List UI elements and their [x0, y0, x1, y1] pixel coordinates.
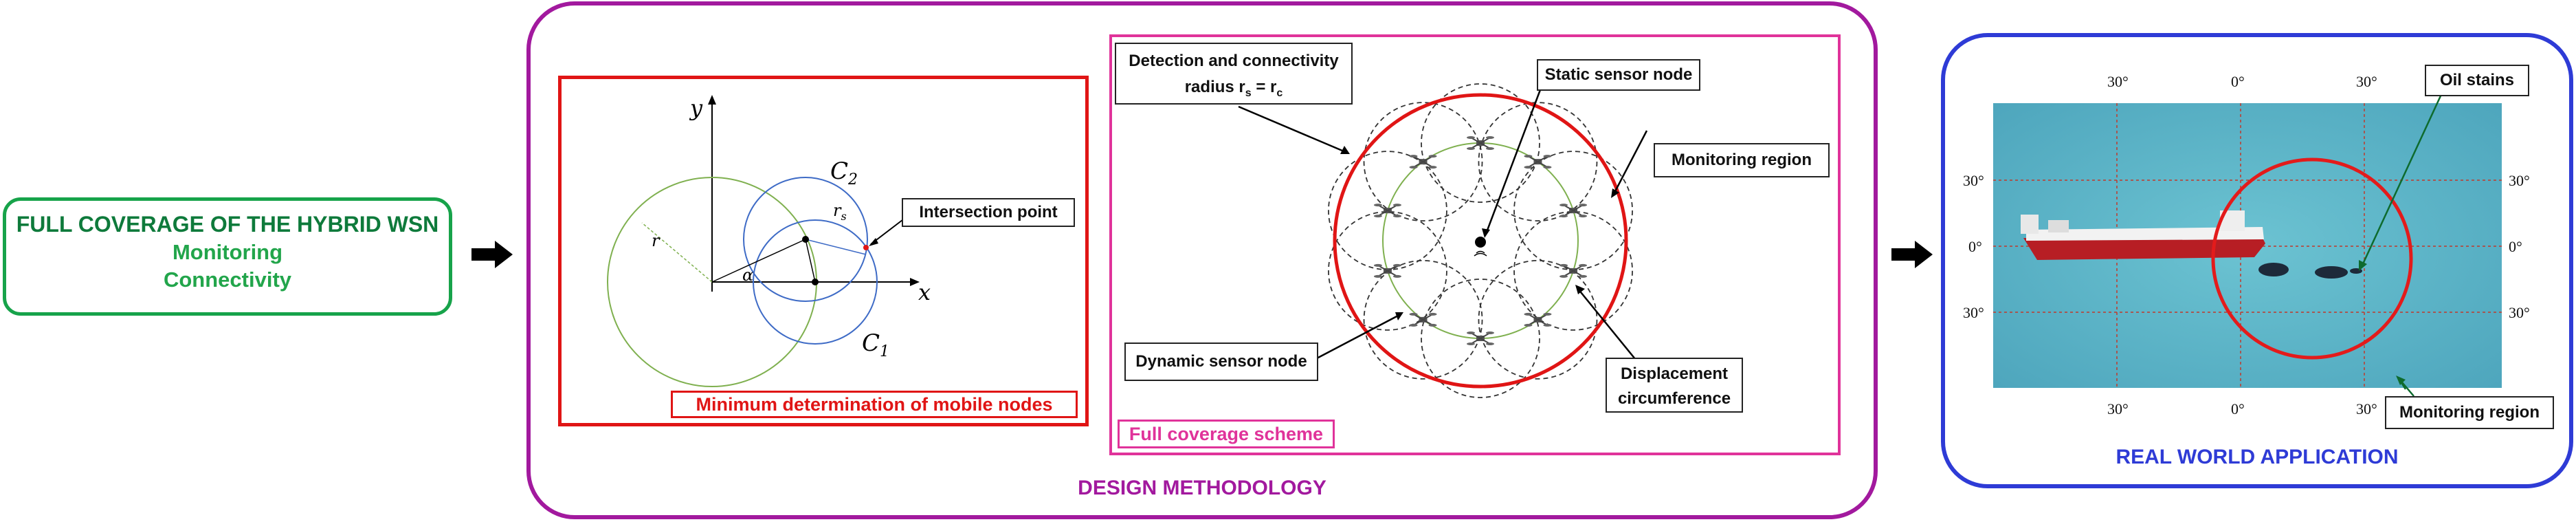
design-methodology-box: [526, 1, 1878, 519]
goal-item-monitoring: Monitoring: [172, 240, 283, 264]
full-coverage-panel: [1109, 34, 1841, 455]
real-world-title: REAL WORLD APPLICATION: [2116, 446, 2399, 468]
detection-line2: radius rs = rc: [1184, 78, 1283, 99]
alpha-label: α: [742, 265, 753, 285]
drone-icon: [1559, 263, 1588, 278]
circle-intersection-diagram: y x r α rs C2 C1: [607, 95, 931, 387]
monitoring-region-circle: [1333, 93, 1628, 389]
dynamic-coverage-circles: [1328, 83, 1633, 398]
rs-label: rs: [833, 201, 847, 223]
drone-icon: [1409, 312, 1437, 327]
real-world-box: [1941, 33, 2573, 488]
x-axis-label: x: [918, 279, 931, 305]
displacement-line2: circumference: [1617, 389, 1731, 408]
mobile-nodes-caption: Minimum determination of mobile nodes: [671, 391, 1078, 418]
detection-radius-label: Detection and connectivity radius rs = r…: [1115, 43, 1353, 105]
drone-icon: [1373, 204, 1401, 218]
goal-item-connectivity: Connectivity: [163, 268, 292, 292]
dynamic-nodes: [1373, 136, 1588, 345]
coord-top-1: 30°: [2107, 73, 2129, 90]
drone-icon: [1524, 312, 1552, 327]
coverage-circle: [1513, 210, 1633, 331]
coverage-circle: [1478, 259, 1598, 380]
monitoring-region-label: Monitoring region: [1654, 143, 1830, 177]
coord-bottom-3: 30°: [2356, 400, 2377, 417]
oil-stains: [2258, 263, 2362, 279]
displacement-line1: Displacement: [1620, 365, 1729, 383]
y-axis-label: y: [689, 95, 703, 121]
coord-bottom-1: 30°: [2107, 400, 2129, 417]
drone-icon: [1373, 263, 1401, 278]
coord-left-3: 30°: [1963, 304, 1984, 321]
sea-image: [1993, 103, 2502, 388]
r-label: r: [652, 231, 660, 250]
drone-icon: [1467, 331, 1494, 345]
static-node-label: Static sensor node: [1537, 59, 1700, 91]
coord-left-1: 30°: [1963, 172, 1984, 189]
coverage-goal-box: FULL COVERAGE OF THE HYBRID WSN Monitori…: [3, 197, 452, 316]
mobile-nodes-panel: [558, 76, 1089, 426]
drone-icon: [1524, 155, 1552, 169]
design-title: DESIGN METHODOLOGY: [1078, 477, 1326, 499]
intersection-point-label: Intersection point: [902, 198, 1075, 227]
coverage-circle: [1421, 279, 1540, 398]
c2-label: C2: [830, 157, 858, 188]
coord-right-2: 0°: [2509, 238, 2522, 255]
dynamic-node-label: Dynamic sensor node: [1124, 342, 1318, 381]
monitoring-region-circle: [2211, 157, 2413, 360]
c1-label: C1: [862, 329, 889, 360]
real-monitoring-label: Monitoring region: [2385, 396, 2554, 429]
ship-icon: [2021, 210, 2265, 260]
coord-top-3: 30°: [2356, 73, 2377, 90]
arrow-right-icon: [1891, 241, 1933, 268]
intersection-point: [863, 245, 869, 250]
coord-top-2: 0°: [2231, 73, 2245, 90]
circle-c2: [743, 177, 868, 302]
coverage-circle: [1421, 83, 1540, 203]
circle-c1: [753, 219, 878, 345]
coverage-circle: [1478, 102, 1598, 222]
coord-bottom-2: 0°: [2231, 400, 2245, 417]
static-node: [1475, 237, 1486, 248]
drone-icon: [1409, 155, 1437, 169]
arrow-right-icon: [471, 241, 513, 268]
detection-line1: Detection and connectivity: [1129, 52, 1339, 70]
coord-right-3: 30°: [2509, 304, 2530, 321]
coverage-scheme-diagram: [1238, 83, 1648, 398]
drone-icon: [1559, 204, 1588, 218]
coverage-circle: [1328, 210, 1447, 331]
displacement-label: Displacement circumference: [1606, 358, 1743, 413]
coverage-caption: Full coverage scheme: [1118, 420, 1335, 448]
drone-icon: [1467, 136, 1494, 150]
coord-left-2: 0°: [1968, 238, 1982, 255]
coverage-circle: [1363, 259, 1483, 380]
coord-right-1: 30°: [2509, 172, 2530, 189]
goal-title: FULL COVERAGE OF THE HYBRID WSN: [16, 212, 439, 237]
coverage-circle: [1363, 102, 1483, 222]
oil-stains-label: Oil stains: [2425, 65, 2529, 96]
real-world-leaders: [2359, 82, 2448, 397]
